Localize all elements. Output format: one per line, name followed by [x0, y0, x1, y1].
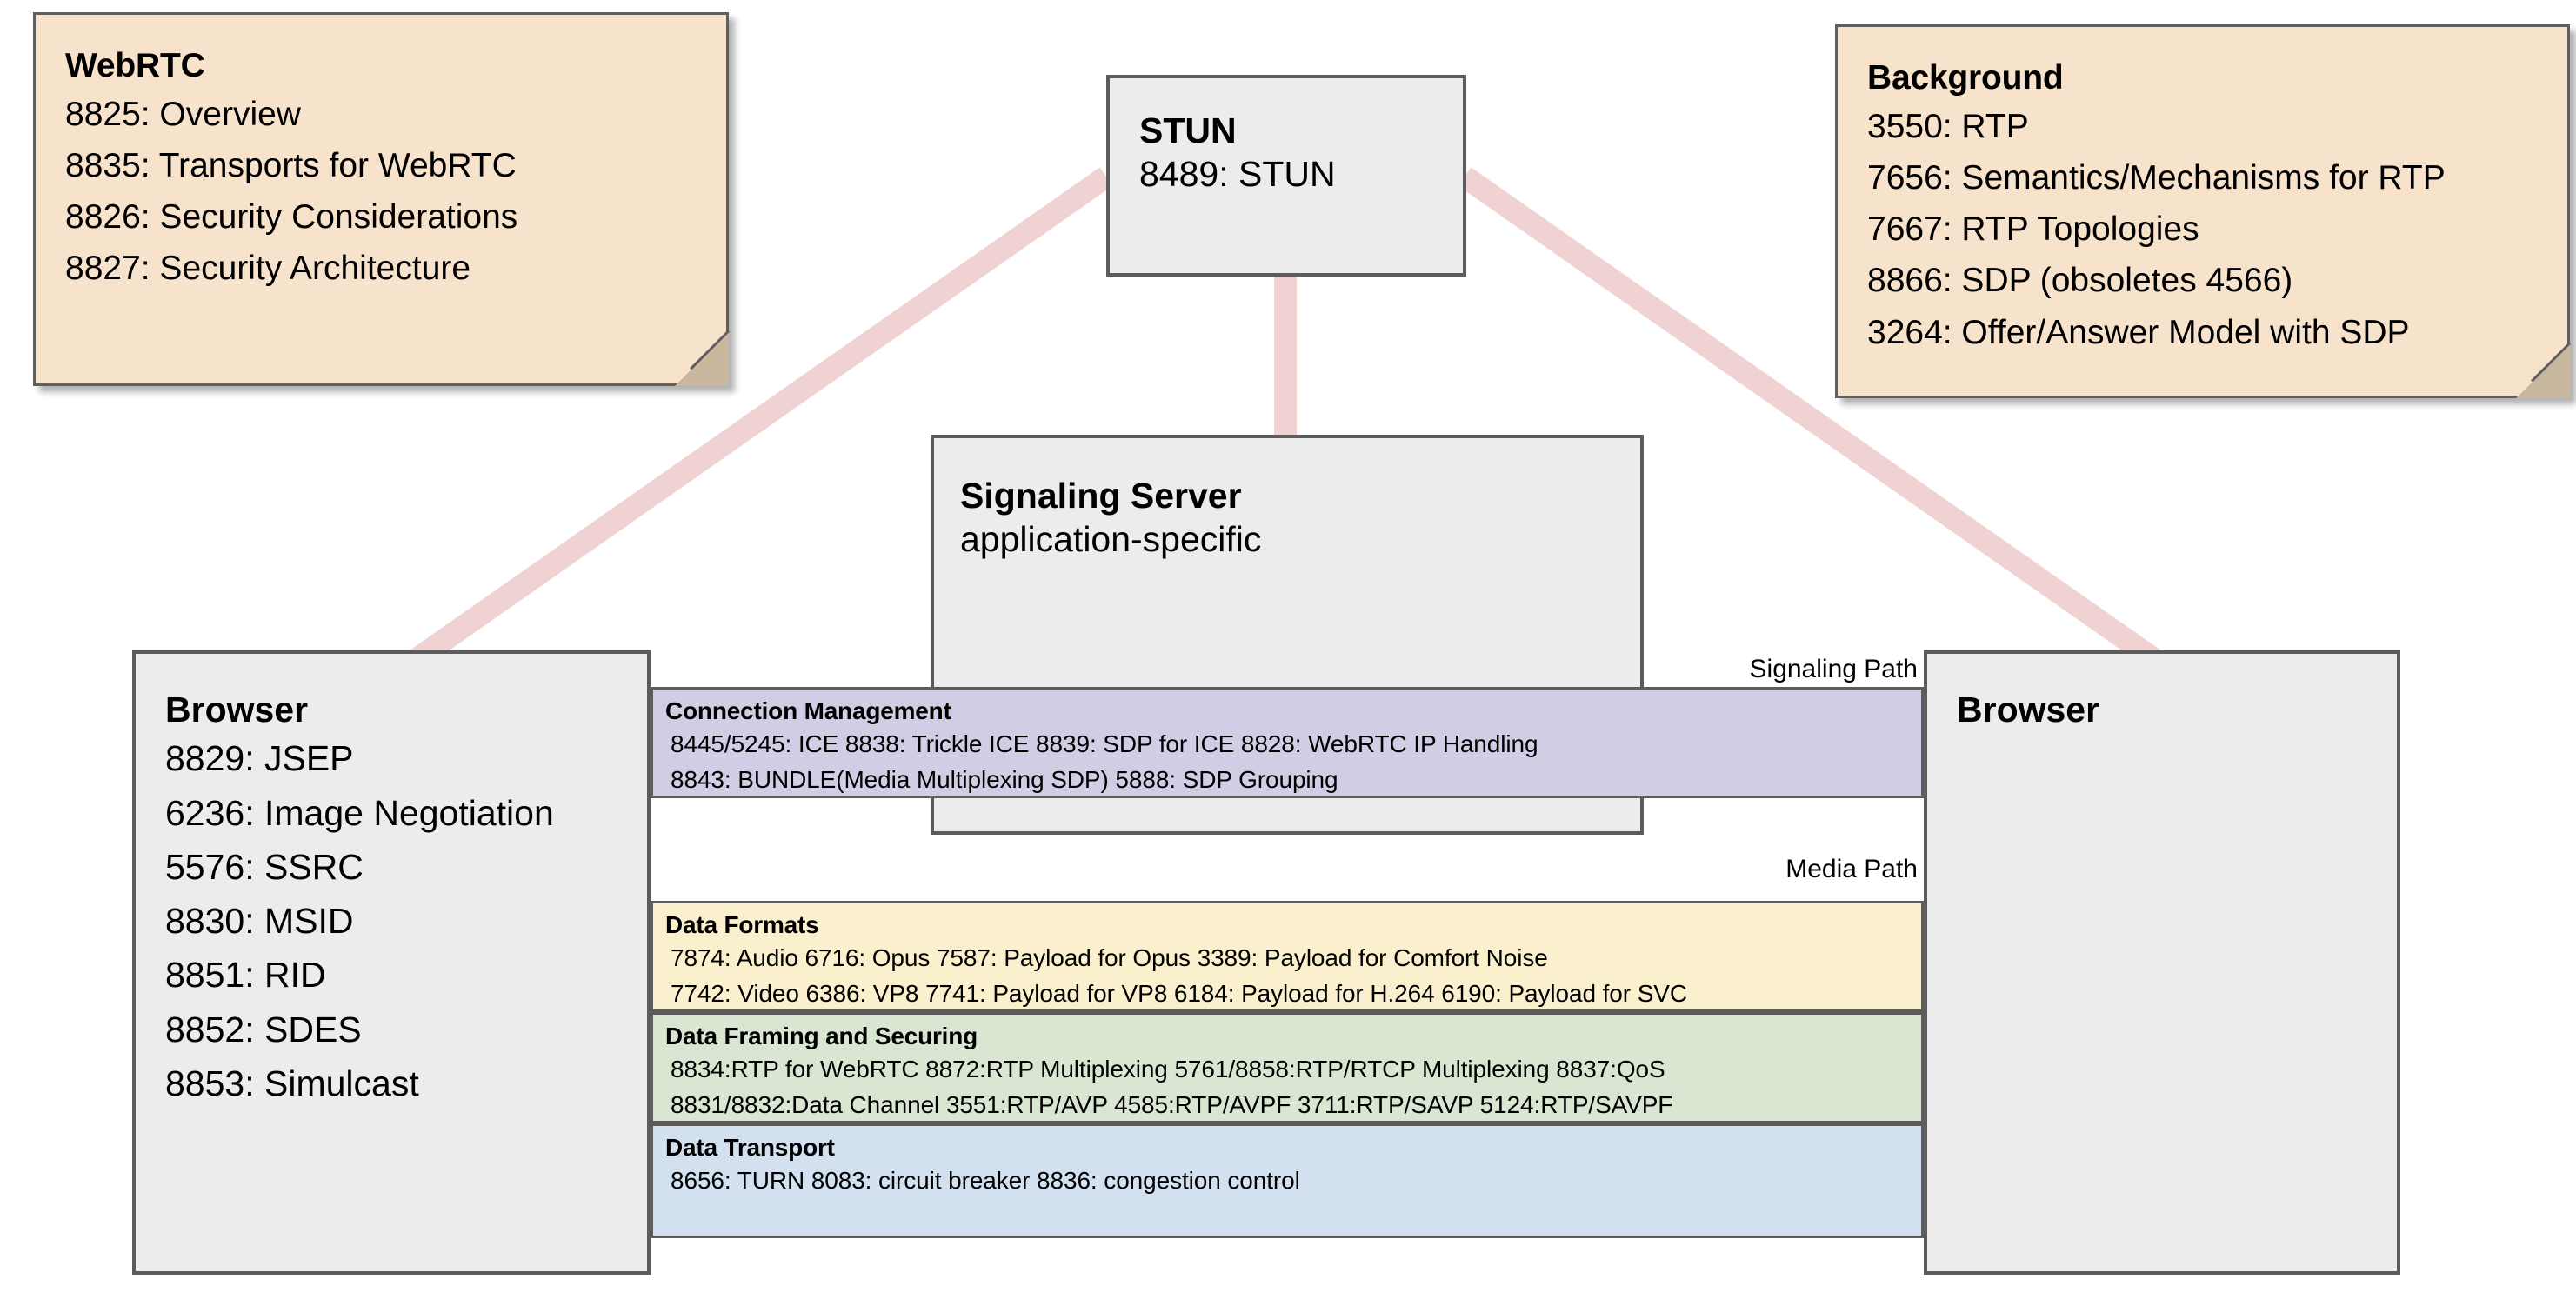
node-stun[interactable]: STUN 8489: STUN [1106, 75, 1466, 277]
node-browser-left-rfc: 8853: Simulcast [165, 1063, 419, 1104]
node-browser-left-title: Browser [165, 690, 309, 730]
band-data-transport-line: 8656: TURN 8083: circuit breaker 8836: c… [671, 1167, 1300, 1195]
band-connection-management-line: 8445/5245: ICE 8838: Trickle ICE 8839: S… [671, 730, 1538, 758]
label-media-path: Media Path [1785, 855, 1918, 883]
link-stun-to-signaling-server [1274, 270, 1297, 456]
node-stun-subtitle: 8489: STUN [1139, 154, 1336, 195]
node-browser-left-rfc: 5576: SSRC [165, 846, 364, 887]
node-signaling-server-title: Signaling Server [960, 476, 1242, 516]
note-background-line: 8866: SDP (obsoletes 4566) [1867, 262, 2293, 300]
node-signaling-server-subtitle: application-specific [960, 519, 1262, 560]
band-connection-management[interactable]: Connection Management 8445/5245: ICE 883… [651, 687, 1924, 798]
band-data-formats-line: 7742: Video 6386: VP8 7741: Payload for … [671, 979, 1687, 1007]
node-browser-left[interactable]: Browser 8829: JSEP 6236: Image Negotiati… [132, 650, 651, 1275]
band-data-formats[interactable]: Data Formats 7874: Audio 6716: Opus 7587… [651, 901, 1924, 1012]
node-stun-title: STUN [1139, 110, 1237, 150]
band-connection-management-line: 8843: BUNDLE(Media Multiplexing SDP) 588… [671, 765, 1338, 793]
note-webrtc: WebRTC 8825: Overview 8835: Transports f… [33, 12, 731, 386]
band-data-transport[interactable]: Data Transport 8656: TURN 8083: circuit … [651, 1123, 1924, 1238]
node-browser-left-rfc: 8830: MSID [165, 901, 354, 942]
note-background-line: 3550: RTP [1867, 107, 2029, 145]
note-background: Background 3550: RTP 7656: Semantics/Mec… [1835, 24, 2572, 398]
band-data-transport-title: Data Transport [665, 1134, 835, 1161]
node-browser-left-rfc: 6236: Image Negotiation [165, 792, 554, 833]
label-signaling-path: Signaling Path [1749, 655, 1918, 683]
band-data-framing-and-securing[interactable]: Data Framing and Securing 8834:RTP for W… [651, 1012, 1924, 1123]
note-webrtc-line: 8826: Security Considerations [65, 198, 518, 237]
band-data-framing-title: Data Framing and Securing [665, 1023, 978, 1049]
note-webrtc-line: 8835: Transports for WebRTC [65, 146, 517, 184]
note-background-line: 7667: RTP Topologies [1867, 210, 2199, 249]
node-browser-right-title: Browser [1957, 690, 2100, 730]
node-browser-left-rfc: 8851: RID [165, 955, 326, 996]
node-browser-left-rfc: 8852: SDES [165, 1009, 362, 1049]
note-background-line: 7656: Semantics/Mechanisms for RTP [1867, 158, 2446, 197]
band-data-formats-title: Data Formats [665, 911, 819, 938]
band-data-formats-line: 7874: Audio 6716: Opus 7587: Payload for… [671, 944, 1548, 972]
note-background-line: 3264: Offer/Answer Model with SDP [1867, 313, 2410, 351]
band-data-framing-line: 8831/8832:Data Channel 3551:RTP/AVP 4585… [671, 1090, 1673, 1118]
note-webrtc-title: WebRTC [65, 47, 205, 84]
band-data-framing-line: 8834:RTP for WebRTC 8872:RTP Multiplexin… [671, 1056, 1665, 1083]
band-connection-management-title: Connection Management [665, 697, 951, 724]
note-background-title: Background [1867, 59, 2064, 97]
node-browser-left-rfc: 8829: JSEP [165, 738, 354, 779]
note-webrtc-line: 8825: Overview [65, 95, 301, 133]
note-webrtc-line: 8827: Security Architecture [65, 250, 471, 288]
node-browser-right[interactable]: Browser [1924, 650, 2400, 1275]
